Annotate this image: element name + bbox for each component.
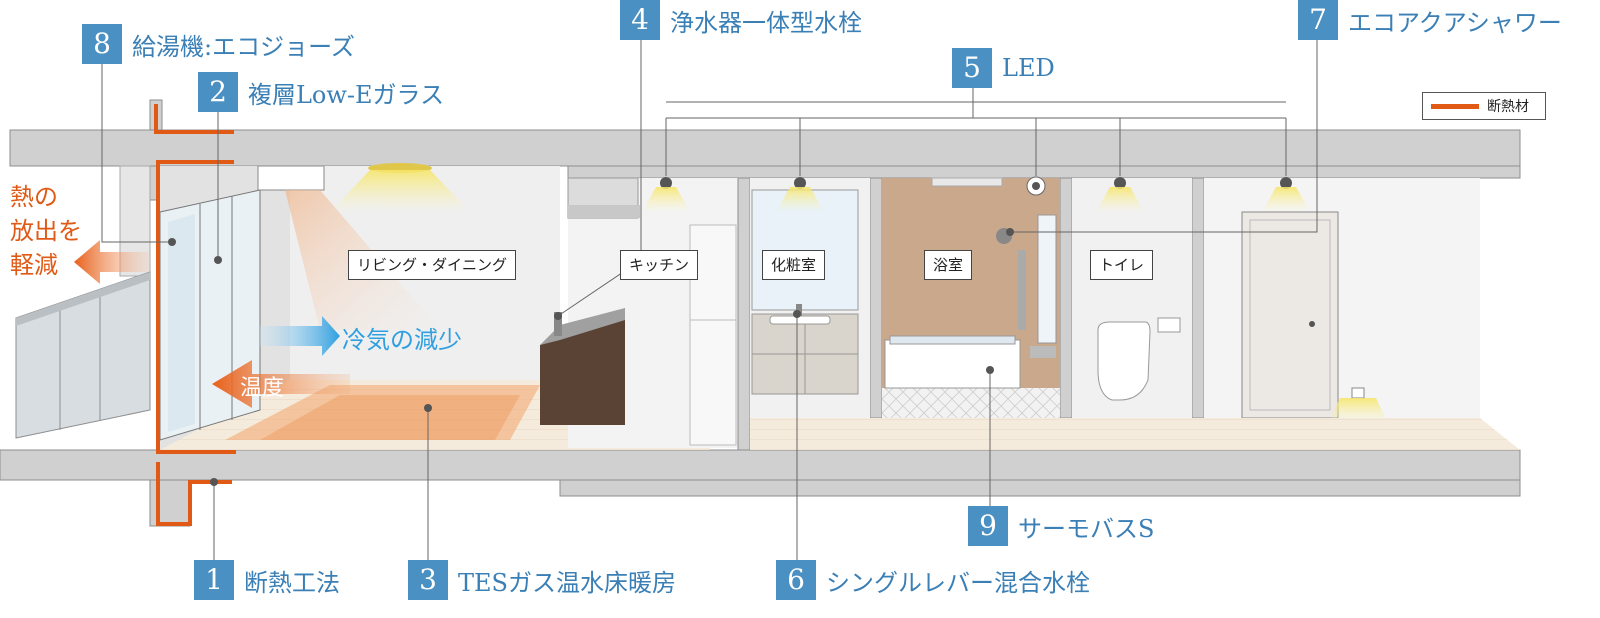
callout-label: 給湯機:エコジョーズ [132, 32, 355, 61]
callout-label: 断熱工法 [244, 568, 340, 597]
floor-heating-area [225, 385, 540, 440]
callout-8: 8 給湯機:エコジョーズ [82, 24, 355, 64]
air-conditioner [257, 165, 325, 191]
legend-label: 断熱材 [1487, 99, 1529, 115]
callout-label: 浄水器一体型水栓 [670, 8, 862, 37]
callout-label: エコアクアシャワー [1348, 8, 1562, 37]
callout-number: 7 [1298, 0, 1338, 40]
callout-number: 6 [776, 560, 816, 600]
callout-4: 4 浄水器一体型水栓 [620, 0, 862, 40]
callout-label: サーモバスS [1018, 514, 1155, 543]
ceiling-slab [9, 129, 1521, 167]
callout-5: 5 LED [952, 48, 1055, 88]
heat-release-note: 熱の 放出を 軽減 [10, 183, 82, 279]
callout-label: LED [1002, 54, 1055, 82]
toilet-bowl [1097, 321, 1151, 401]
callout-9: 9 サーモバスS [968, 506, 1154, 546]
leader-lines [101, 38, 1318, 560]
callout-number: 2 [198, 72, 238, 112]
callout-label: TESガス温水床暖房 [458, 568, 676, 597]
room-label-washroom: 化粧室 [762, 250, 826, 280]
callout-2: 2 複層Low-Eガラス [198, 72, 444, 112]
room-label-bath: 浴室 [924, 250, 973, 280]
bath-mirror [1037, 214, 1057, 344]
legend: 断熱材 [1422, 92, 1546, 120]
callout-number: 3 [408, 560, 448, 600]
cold-air-note: 冷気の減少 [342, 326, 462, 354]
led-lights [330, 163, 1310, 212]
callout-7: 7 エコアクアシャワー [1298, 0, 1562, 40]
floor-slab-lower [559, 479, 1521, 497]
callout-number: 8 [82, 24, 122, 64]
temperature-note: 温度 [240, 376, 285, 401]
entrance-door [1241, 211, 1339, 419]
insulation-lines [154, 104, 236, 526]
callout-number: 9 [968, 506, 1008, 546]
cold-air-arrow [260, 316, 340, 356]
floor-slab [0, 449, 1521, 481]
ceiling-lower [567, 165, 1521, 179]
room-label-kitchen: キッチン [620, 250, 699, 280]
room-label-toilet: トイレ [1090, 250, 1154, 280]
heat-release-arrow [74, 240, 150, 284]
kitchen-faucet [554, 312, 562, 336]
callout-6: 6 シングルレバー混合水栓 [776, 560, 1090, 600]
callout-1: 1 断熱工法 [194, 560, 340, 600]
callout-number: 5 [952, 48, 992, 88]
temperature-arrow [212, 360, 350, 408]
bathtub [884, 339, 1021, 389]
callout-label: シングルレバー混合水栓 [826, 568, 1090, 597]
room-label-living: リビング・ダイニング [348, 250, 517, 280]
callout-number: 4 [620, 0, 660, 40]
callout-3: 3 TESガス温水床暖房 [408, 560, 676, 600]
callout-number: 1 [194, 560, 234, 600]
legend-swatch [1431, 103, 1479, 109]
callout-label: 複層Low-Eガラス [248, 80, 445, 109]
